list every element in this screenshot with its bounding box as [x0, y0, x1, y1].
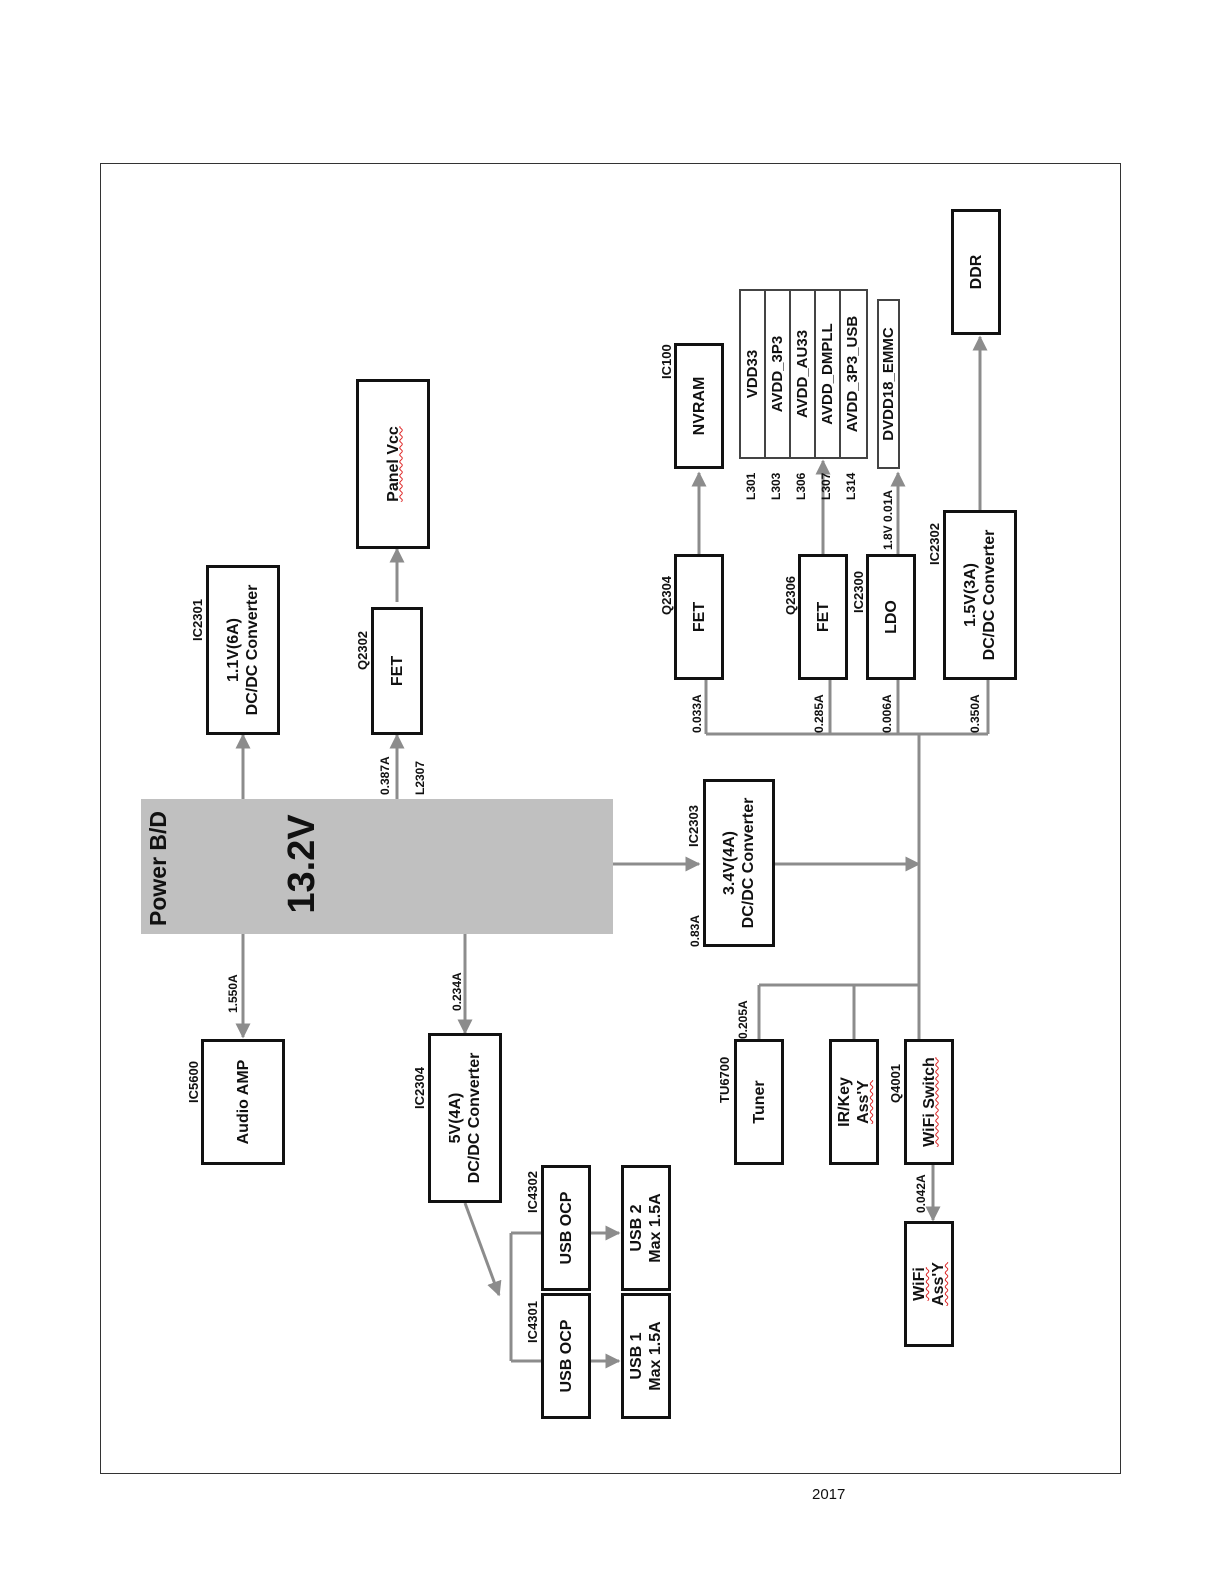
wifi-switch-ref: Q4001 — [888, 1063, 903, 1103]
current-fet-rails: 0.285A — [812, 694, 826, 733]
dcdc-1v5-line1: 1.5V(3A) — [962, 562, 979, 628]
coil-fet-panel: L2307 — [413, 760, 427, 795]
power-board: Power B/D 13.2V — [141, 799, 613, 934]
wiring-layer — [235, 335, 990, 1369]
usb-2-line1: USB 2 — [628, 1204, 645, 1252]
usb-1-block: USB 1 Max 1.5A — [621, 1293, 671, 1419]
rail-avdd-3p3: AVDD_3P3 — [766, 291, 791, 457]
panel-vcc-block: Panel Vcc — [356, 379, 430, 549]
usb-ocp-1-block: USB OCP — [541, 1293, 591, 1419]
current-5v: 0.234A — [450, 972, 464, 1011]
usb-2-block: USB 2 Max 1.5A — [621, 1165, 671, 1291]
nvram-ref: IC100 — [659, 344, 674, 379]
coil-l307: L307 — [819, 472, 833, 500]
dcdc-1v1-block: 1.1V(6A) DC/DC Converter — [206, 565, 280, 735]
dcdc-3v4-line1: 3.4V(4A) — [721, 830, 738, 896]
ir-key-line1: IR/Key — [836, 1077, 853, 1127]
fet-rails-ref: Q2306 — [783, 575, 798, 615]
ddr-line1: DDR — [967, 254, 985, 290]
fet-rails-line1: FET — [814, 601, 832, 633]
nvram-block: NVRAM — [674, 343, 724, 469]
tuner-ref: TU6700 — [717, 1056, 732, 1103]
dcdc-5v-ref: IC2304 — [412, 1067, 427, 1109]
tuner-block: Tuner — [734, 1039, 784, 1165]
rail-vdd33: VDD33 — [741, 291, 766, 457]
usb-2-line2: Max 1.5A — [647, 1193, 664, 1263]
current-wifi: 0.042A — [914, 1174, 928, 1213]
current-nvram: 0.033A — [690, 694, 704, 733]
diagram-frame: Power B/D 13.2V 1.1V(6A) DC/DC Converter… — [100, 163, 1121, 1474]
dcdc-5v-line1: 5V(4A) — [447, 1092, 464, 1144]
rails-stack: VDD33 AVDD_3P3 AVDD_AU33 AVDD_DMPLL AVDD… — [739, 289, 868, 459]
dcdc-1v1-ref: IC2301 — [190, 599, 205, 641]
fet-panel-block: FET — [371, 607, 423, 735]
usb-1-line2: Max 1.5A — [647, 1321, 664, 1391]
ldo-block: LDO — [866, 554, 916, 680]
fet-panel-ref: Q2302 — [355, 630, 370, 670]
rail-avdd-dmpll: AVDD_DMPLL — [816, 291, 841, 457]
nvram-line1: NVRAM — [690, 376, 708, 436]
block-diagram: Power B/D 13.2V 1.1V(6A) DC/DC Converter… — [101, 164, 1122, 1475]
usb-ocp-2-block: USB OCP — [541, 1165, 591, 1291]
coil-l314: L314 — [844, 472, 858, 500]
current-tuner: 0.205A — [736, 1000, 750, 1039]
coil-l301: L301 — [744, 472, 758, 500]
wifi-switch-line1: WiFi Switch — [920, 1057, 938, 1147]
power-board-voltage: 13.2V — [281, 814, 323, 914]
audio-amp-block: Audio AMP — [201, 1039, 285, 1165]
fet-nvram-block: FET — [674, 554, 724, 680]
fet-nvram-line1: FET — [690, 601, 708, 633]
current-3v4: 0.83A — [688, 914, 702, 947]
current-audio: 1.550A — [226, 974, 240, 1013]
rail-dvdd18-emmc: DVDD18_EMMC — [877, 299, 900, 469]
dcdc-1v5-block: 1.5V(3A) DC/DC Converter — [943, 510, 1017, 680]
dcdc-5v-block: 5V(4A) DC/DC Converter — [428, 1033, 502, 1203]
usb-ocp-2-ref: IC4302 — [525, 1171, 540, 1213]
wifi-switch-block: WiFi Switch — [904, 1039, 954, 1165]
wifi-assy-line1: WiFi — [911, 1267, 928, 1301]
wire-5v-to-usb — [463, 1202, 502, 1297]
dcdc-1v5-line2: DC/DC Converter — [981, 529, 998, 661]
power-board-title: Power B/D — [145, 810, 171, 926]
ldo-line1: LDO — [882, 600, 900, 634]
dcdc-3v4-ref: IC2303 — [686, 805, 701, 847]
usb-1-line1: USB 1 — [628, 1332, 645, 1380]
dcdc-3v4-line2: DC/DC Converter — [740, 797, 757, 929]
current-ldo: 0.006A — [880, 694, 894, 733]
coil-l303: L303 — [769, 472, 783, 500]
rail-dvdd18-emmc-label: DVDD18_EMMC — [880, 327, 897, 441]
rail-avdd-3p3-usb: AVDD_3P3_USB — [844, 315, 861, 433]
dcdc-5v-line2: DC/DC Converter — [466, 1052, 483, 1184]
dcdc-1v1-line2: DC/DC Converter — [244, 584, 261, 716]
ldo-output: 1.8V 0.01A — [881, 489, 895, 550]
footer-year: 2017 — [812, 1486, 846, 1503]
wifi-assy-line2: Ass'Y — [930, 1262, 947, 1306]
ir-key-block: IR/Key Ass'Y — [829, 1039, 879, 1165]
tuner-line1: Tuner — [750, 1080, 768, 1124]
wifi-assy-block: WiFi Ass'Y — [904, 1221, 954, 1347]
ir-key-line2: Ass'Y — [855, 1080, 872, 1124]
panel-vcc-line1: Panel Vcc — [384, 426, 402, 502]
rail-avdd-au33: AVDD_AU33 — [791, 291, 816, 457]
ldo-ref: IC2300 — [851, 571, 866, 613]
usb-ocp-2-line1: USB OCP — [557, 1191, 575, 1265]
fet-panel-line1: FET — [388, 655, 406, 687]
usb-ocp-1-line1: USB OCP — [557, 1319, 575, 1393]
current-fet-panel: 0.387A — [378, 756, 392, 795]
fet-nvram-ref: Q2304 — [659, 575, 674, 615]
ddr-block: DDR — [951, 209, 1001, 335]
current-1v5: 0.350A — [968, 694, 982, 733]
dcdc-3v4-block: 3.4V(4A) DC/DC Converter — [703, 779, 775, 947]
coil-l306: L306 — [794, 472, 808, 500]
dcdc-1v5-ref: IC2302 — [927, 523, 942, 565]
dcdc-1v1-line1: 1.1V(6A) — [225, 617, 242, 683]
audio-amp-ref: IC5600 — [186, 1061, 201, 1103]
audio-amp-line1: Audio AMP — [234, 1059, 252, 1145]
usb-ocp-1-ref: IC4301 — [525, 1301, 540, 1343]
fet-rails-block: FET — [798, 554, 848, 680]
